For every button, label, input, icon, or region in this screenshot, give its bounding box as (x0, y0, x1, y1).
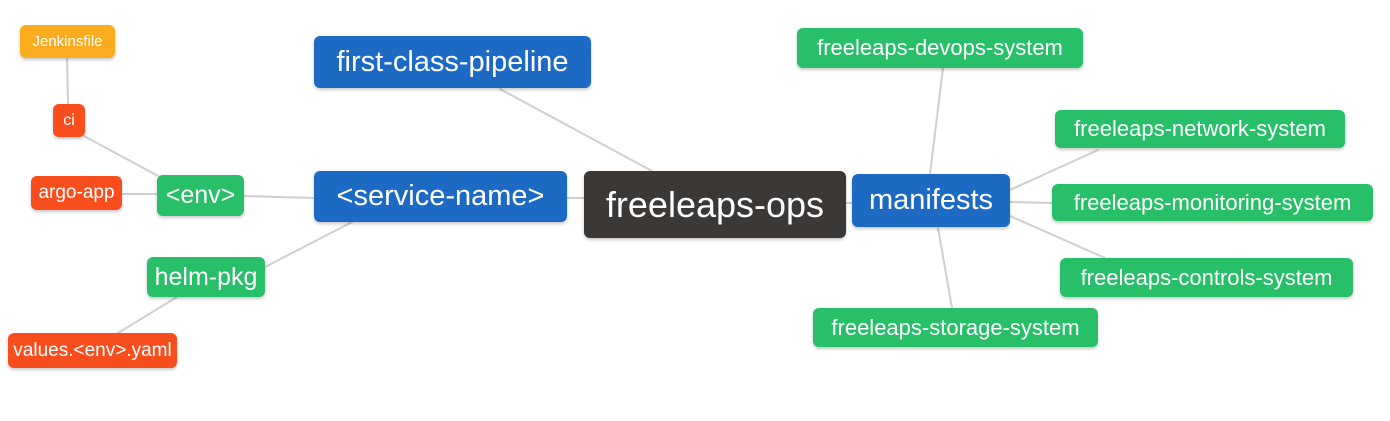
node-first-class-pipeline[interactable]: first-class-pipeline (314, 36, 591, 88)
node-argo-app[interactable]: argo-app (31, 176, 122, 210)
node-freeleaps-ops[interactable]: freeleaps-ops (584, 171, 846, 238)
node-label-jenkinsfile: Jenkinsfile (32, 33, 103, 50)
node-label-service-name: <service-name> (336, 180, 545, 212)
node-label-argo-app: argo-app (38, 182, 115, 203)
node-label-ci: ci (63, 111, 75, 129)
node-freeleaps-devops-system[interactable]: freeleaps-devops-system (797, 28, 1083, 68)
node-manifests[interactable]: manifests (852, 174, 1010, 227)
node-label-freeleaps-monitoring-system: freeleaps-monitoring-system (1073, 189, 1352, 215)
edge-values-env-yaml-to-helm-pkg (117, 296, 178, 334)
node-label-freeleaps-network-system: freeleaps-network-system (1074, 116, 1326, 141)
node-freeleaps-network-system[interactable]: freeleaps-network-system (1055, 110, 1345, 148)
node-freeleaps-monitoring-system[interactable]: freeleaps-monitoring-system (1052, 184, 1373, 221)
node-label-freeleaps-devops-system: freeleaps-devops-system (817, 35, 1063, 60)
edge-ci-to-env (83, 135, 161, 178)
node-label-env: <env> (165, 181, 236, 209)
node-ci[interactable]: ci (53, 104, 85, 137)
edge-manifests-to-freeleaps-devops-system (929, 67, 944, 175)
node-service-name[interactable]: <service-name> (314, 171, 567, 222)
edge-manifests-to-freeleaps-storage-system (937, 227, 953, 309)
edge-manifests-to-freeleaps-monitoring-system (1009, 201, 1053, 204)
node-label-freeleaps-controls-system: freeleaps-controls-system (1080, 264, 1333, 290)
node-values-env-yaml[interactable]: values.<env>.yaml (8, 333, 177, 368)
edge-first-class-pipeline-to-freeleaps-ops (499, 88, 653, 172)
node-freeleaps-storage-system[interactable]: freeleaps-storage-system (813, 308, 1098, 347)
node-helm-pkg[interactable]: helm-pkg (147, 257, 265, 297)
node-freeleaps-controls-system[interactable]: freeleaps-controls-system (1060, 258, 1353, 297)
node-label-values-env-yaml: values.<env>.yaml (13, 339, 172, 361)
edge-env-to-service-name (243, 195, 315, 199)
node-label-manifests: manifests (868, 184, 994, 216)
node-jenkinsfile[interactable]: Jenkinsfile (20, 25, 115, 58)
edge-manifests-to-freeleaps-network-system (1009, 149, 1099, 191)
node-label-helm-pkg: helm-pkg (154, 262, 258, 291)
edge-manifests-to-freeleaps-controls-system (1009, 215, 1106, 259)
node-label-freeleaps-storage-system: freeleaps-storage-system (831, 314, 1080, 340)
node-label-freeleaps-ops: freeleaps-ops (605, 183, 825, 225)
edge-jenkinsfile-to-ci (66, 57, 69, 105)
edge-helm-pkg-to-service-name (264, 221, 353, 268)
node-label-first-class-pipeline: first-class-pipeline (336, 45, 569, 78)
node-env[interactable]: <env> (157, 175, 244, 216)
